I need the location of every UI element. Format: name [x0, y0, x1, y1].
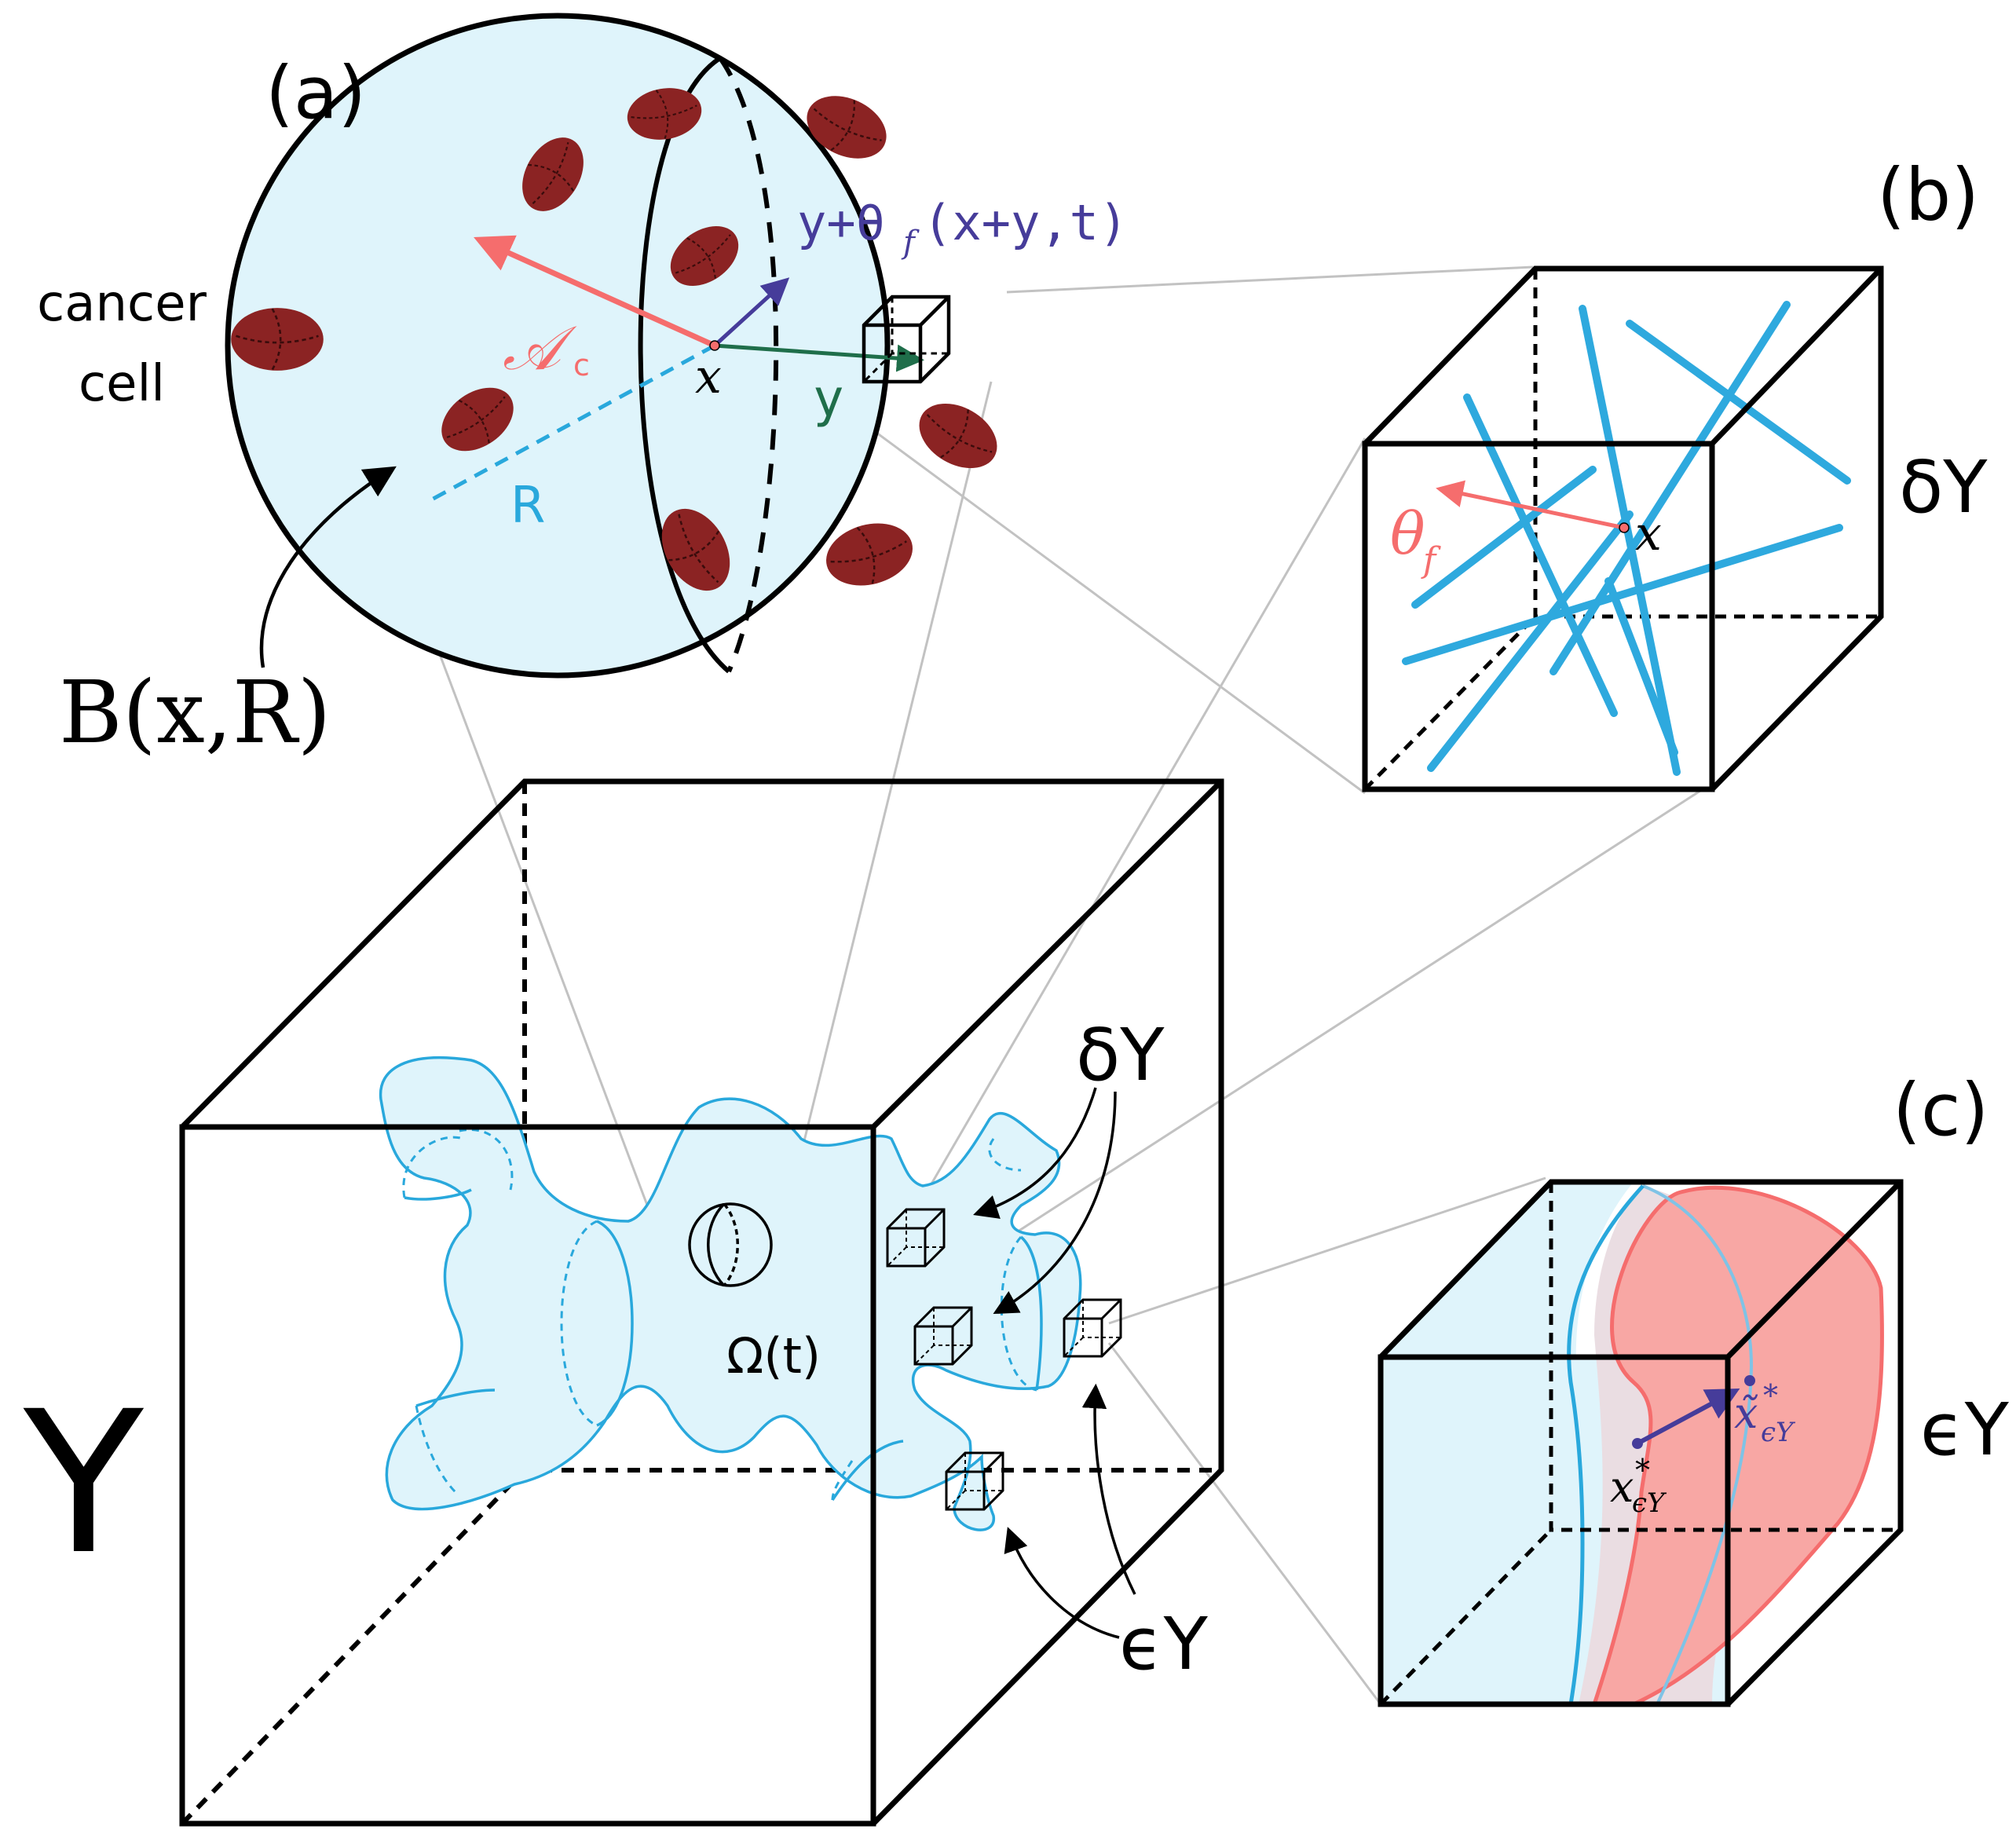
layer-cube: [1378, 1179, 1904, 1707]
mini-sphere: [688, 1202, 773, 1287]
point-x-star: [1632, 1438, 1643, 1449]
collagen-fibers: [1402, 301, 1851, 776]
y-theta-args-label: (x+y,t): [923, 194, 1128, 251]
radius-label: R: [510, 477, 545, 535]
panel-b-label: (b): [1877, 153, 1979, 237]
delta-y-b-label: δY: [1899, 445, 1988, 529]
delta-y-main-label: δY: [1076, 1013, 1165, 1097]
ball-arrow: [259, 466, 397, 668]
vector-x-shift: [1636, 1388, 1740, 1446]
ac-sub-label: c: [573, 348, 590, 382]
point-x-tilde: [1744, 1375, 1755, 1386]
x-star-sub-label: ϵY: [1632, 1487, 1667, 1519]
x-tilde-label: x̃: [1734, 1388, 1758, 1438]
omega-label: Ω(t): [726, 1327, 821, 1385]
big-y-label: Y: [23, 1369, 145, 1597]
vector-y-theta: [713, 277, 790, 347]
cancer-cell-outside: [229, 306, 325, 372]
eps-y-c-label: ϵY: [1920, 1388, 2010, 1472]
sphere-vectors: [474, 235, 924, 372]
zoom-guides: [437, 265, 1703, 1705]
panel-a-label: (a): [265, 51, 366, 135]
main-cube-edges: [179, 778, 1224, 1827]
fiber-cube: [1362, 265, 1884, 792]
panel-c-label: (c): [1893, 1068, 1989, 1152]
y-theta-label: y+θ: [797, 194, 885, 251]
theta-f-sub-label: f: [1421, 540, 1441, 580]
y-label: y: [813, 368, 844, 429]
annotation-arrows: [973, 1087, 1136, 1639]
eps-y-main-label: ϵY: [1119, 1602, 1209, 1686]
y-theta-sub-label: f: [901, 225, 920, 261]
cancer-cell-label-2: cell: [79, 355, 165, 413]
x-star-label: x: [1610, 1462, 1634, 1512]
cancer-cell-label-1: cancer: [37, 275, 207, 333]
x-label: x: [695, 349, 722, 404]
ball-sphere: [225, 13, 891, 679]
ball-label: B(x,R): [59, 662, 331, 763]
point-x-b: [1619, 522, 1630, 533]
vector-y: [714, 343, 924, 372]
x-b-label: x: [1635, 507, 1662, 562]
radius-line: [429, 343, 716, 503]
x-star-sup-label: *: [1635, 1453, 1650, 1487]
vector-theta-f: [1436, 480, 1625, 530]
x-tilde-sub-label: ϵY: [1761, 1417, 1796, 1448]
x-tilde-sup-label: *: [1763, 1378, 1778, 1413]
theta-f-label: θ: [1390, 500, 1425, 568]
point-x: [709, 340, 720, 351]
vector-ac: [474, 235, 716, 349]
tumor-region: [379, 1056, 1082, 1531]
text-labels: (a) (b) (c) cancer cell B(x,R) R x y 𝒜 c…: [23, 51, 2010, 1686]
